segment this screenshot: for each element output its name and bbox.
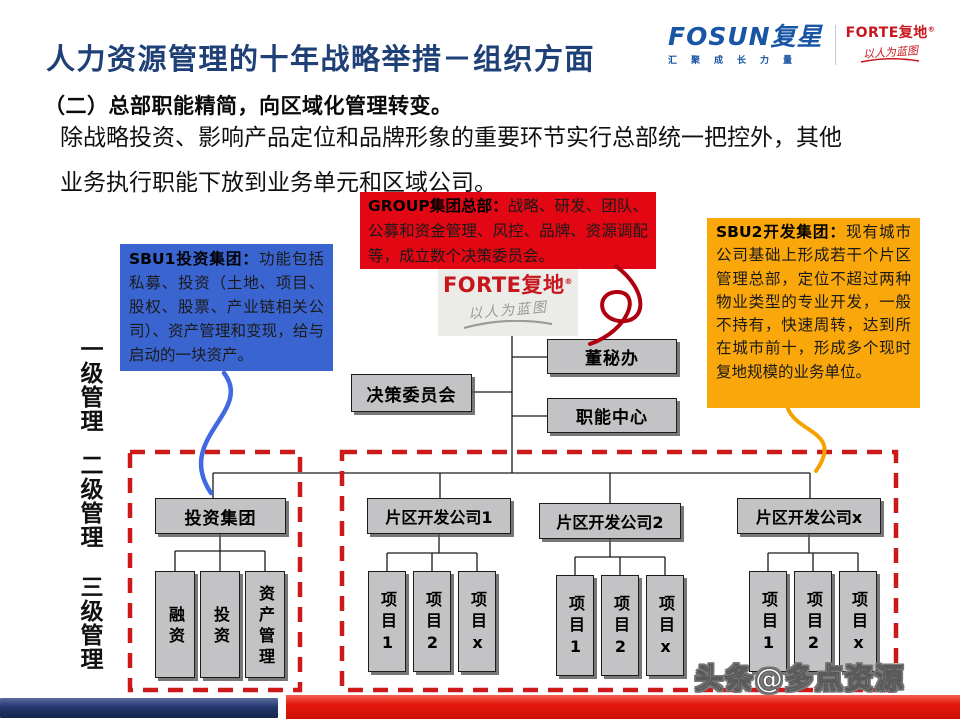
sbu1-callout-body: 功能包括私募、投资（土地、项目、股权、股票、产业链相关公司）、资产管理和变现，给…	[129, 250, 324, 364]
group-squiggle-connector	[588, 264, 643, 346]
org-node-co2-project-1: 项目1	[556, 575, 594, 676]
org-node-co1-project-1: 项目1	[368, 571, 406, 672]
section-body-line1: 除战略投资、影响产品定位和品牌形象的重要环节实行总部统一把控外，其他	[60, 125, 842, 151]
org-node-co1-project-x: 项目x	[458, 571, 496, 672]
page-title: 人力资源管理的十年战略举措－组织方面	[46, 42, 596, 76]
section-body-line2: 业务执行职能下放到业务单元和区域公司。	[60, 170, 497, 196]
org-node-function-center: 职能中心	[547, 398, 677, 433]
org-node-district-company-1: 片区开发公司1	[367, 498, 511, 534]
registered-mark: ®	[927, 25, 936, 34]
fosun-logo-text: FOSUN复星	[668, 22, 823, 51]
footer-bar-navy	[0, 698, 278, 718]
forte-logo-text: FORTE复地®	[845, 25, 936, 42]
sbu2-callout-heading: SBU2开发集团：	[716, 223, 846, 241]
level-1-label: 一级管理	[76, 337, 102, 433]
sbu1-squiggle-connector	[198, 370, 233, 496]
forte-hq-brand-text: FORTE复地®	[442, 272, 574, 297]
org-node-district-company-2: 片区开发公司2	[539, 503, 681, 539]
forte-slogan: 以人为蓝图	[862, 43, 919, 61]
org-node-co2-project-2: 项目2	[601, 575, 639, 676]
org-node-investment-group: 投资集团	[155, 498, 286, 534]
level-2-label: 二级管理	[76, 453, 102, 549]
forte-slogan-swoosh	[861, 57, 920, 63]
org-node-investment: 投资	[200, 571, 240, 678]
org-node-financing: 融资	[155, 571, 195, 678]
group-hq-callout-heading: GROUP集团总部：	[368, 197, 508, 215]
sbu1-callout-heading: SBU1投资集团：	[129, 250, 259, 268]
section-subtitle: （二）总部职能精简，向区域化管理转变。	[44, 94, 453, 118]
brand-logo-strip: FOSUN复星 汇聚成长力量 FORTE复地® 以人为蓝图	[668, 22, 936, 68]
sbu2-squiggle-connector	[786, 407, 827, 473]
forte-headquarters-logo: FORTE复地® 以人为蓝图	[438, 268, 578, 336]
group-hq-callout-body: 战略、研发、团队、公募和资金管理、风控、品牌、资源调配等，成立数个决策委员会。	[368, 197, 648, 265]
org-node-decision-committee: 决策委员会	[351, 374, 472, 412]
footer-bar-red	[286, 695, 960, 719]
sbu2-callout: SBU2开发集团：现有城市公司基础上形成若干个片区管理总部，定位不超过两种物业类…	[707, 218, 920, 408]
level-3-label: 三级管理	[76, 575, 102, 671]
org-node-co2-project-x: 项目x	[646, 575, 684, 676]
org-node-board-secretary-office: 董秘办	[547, 339, 677, 374]
logo-divider	[834, 25, 836, 65]
watermark: 头条@多点资源	[694, 662, 906, 696]
sbu1-callout: SBU1投资集团：功能包括私募、投资（土地、项目、股权、股票、产业链相关公司）、…	[120, 244, 333, 371]
org-node-co1-project-2: 项目2	[413, 571, 451, 672]
sbu2-callout-body: 现有城市公司基础上形成若干个片区管理总部，定位不超过两种物业类型的专业开发，一般…	[716, 223, 911, 381]
org-node-asset-management: 资产管理	[245, 571, 285, 678]
fosun-tagline: 汇聚成长力量	[668, 56, 807, 66]
fosun-logo: FOSUN复星 汇聚成长力量	[668, 24, 823, 66]
org-node-district-company-x: 片区开发公司x	[737, 498, 881, 534]
group-hq-callout: GROUP集团总部：战略、研发、团队、公募和资金管理、风控、品牌、资源调配等，成…	[360, 192, 656, 269]
forte-hq-slogan-swoosh	[463, 319, 553, 329]
forte-logo: FORTE复地® 以人为蓝图	[846, 26, 936, 63]
section-body: 除战略投资、影响产品定位和品牌形象的重要环节实行总部统一把控外，其他 业务执行职…	[60, 118, 920, 197]
